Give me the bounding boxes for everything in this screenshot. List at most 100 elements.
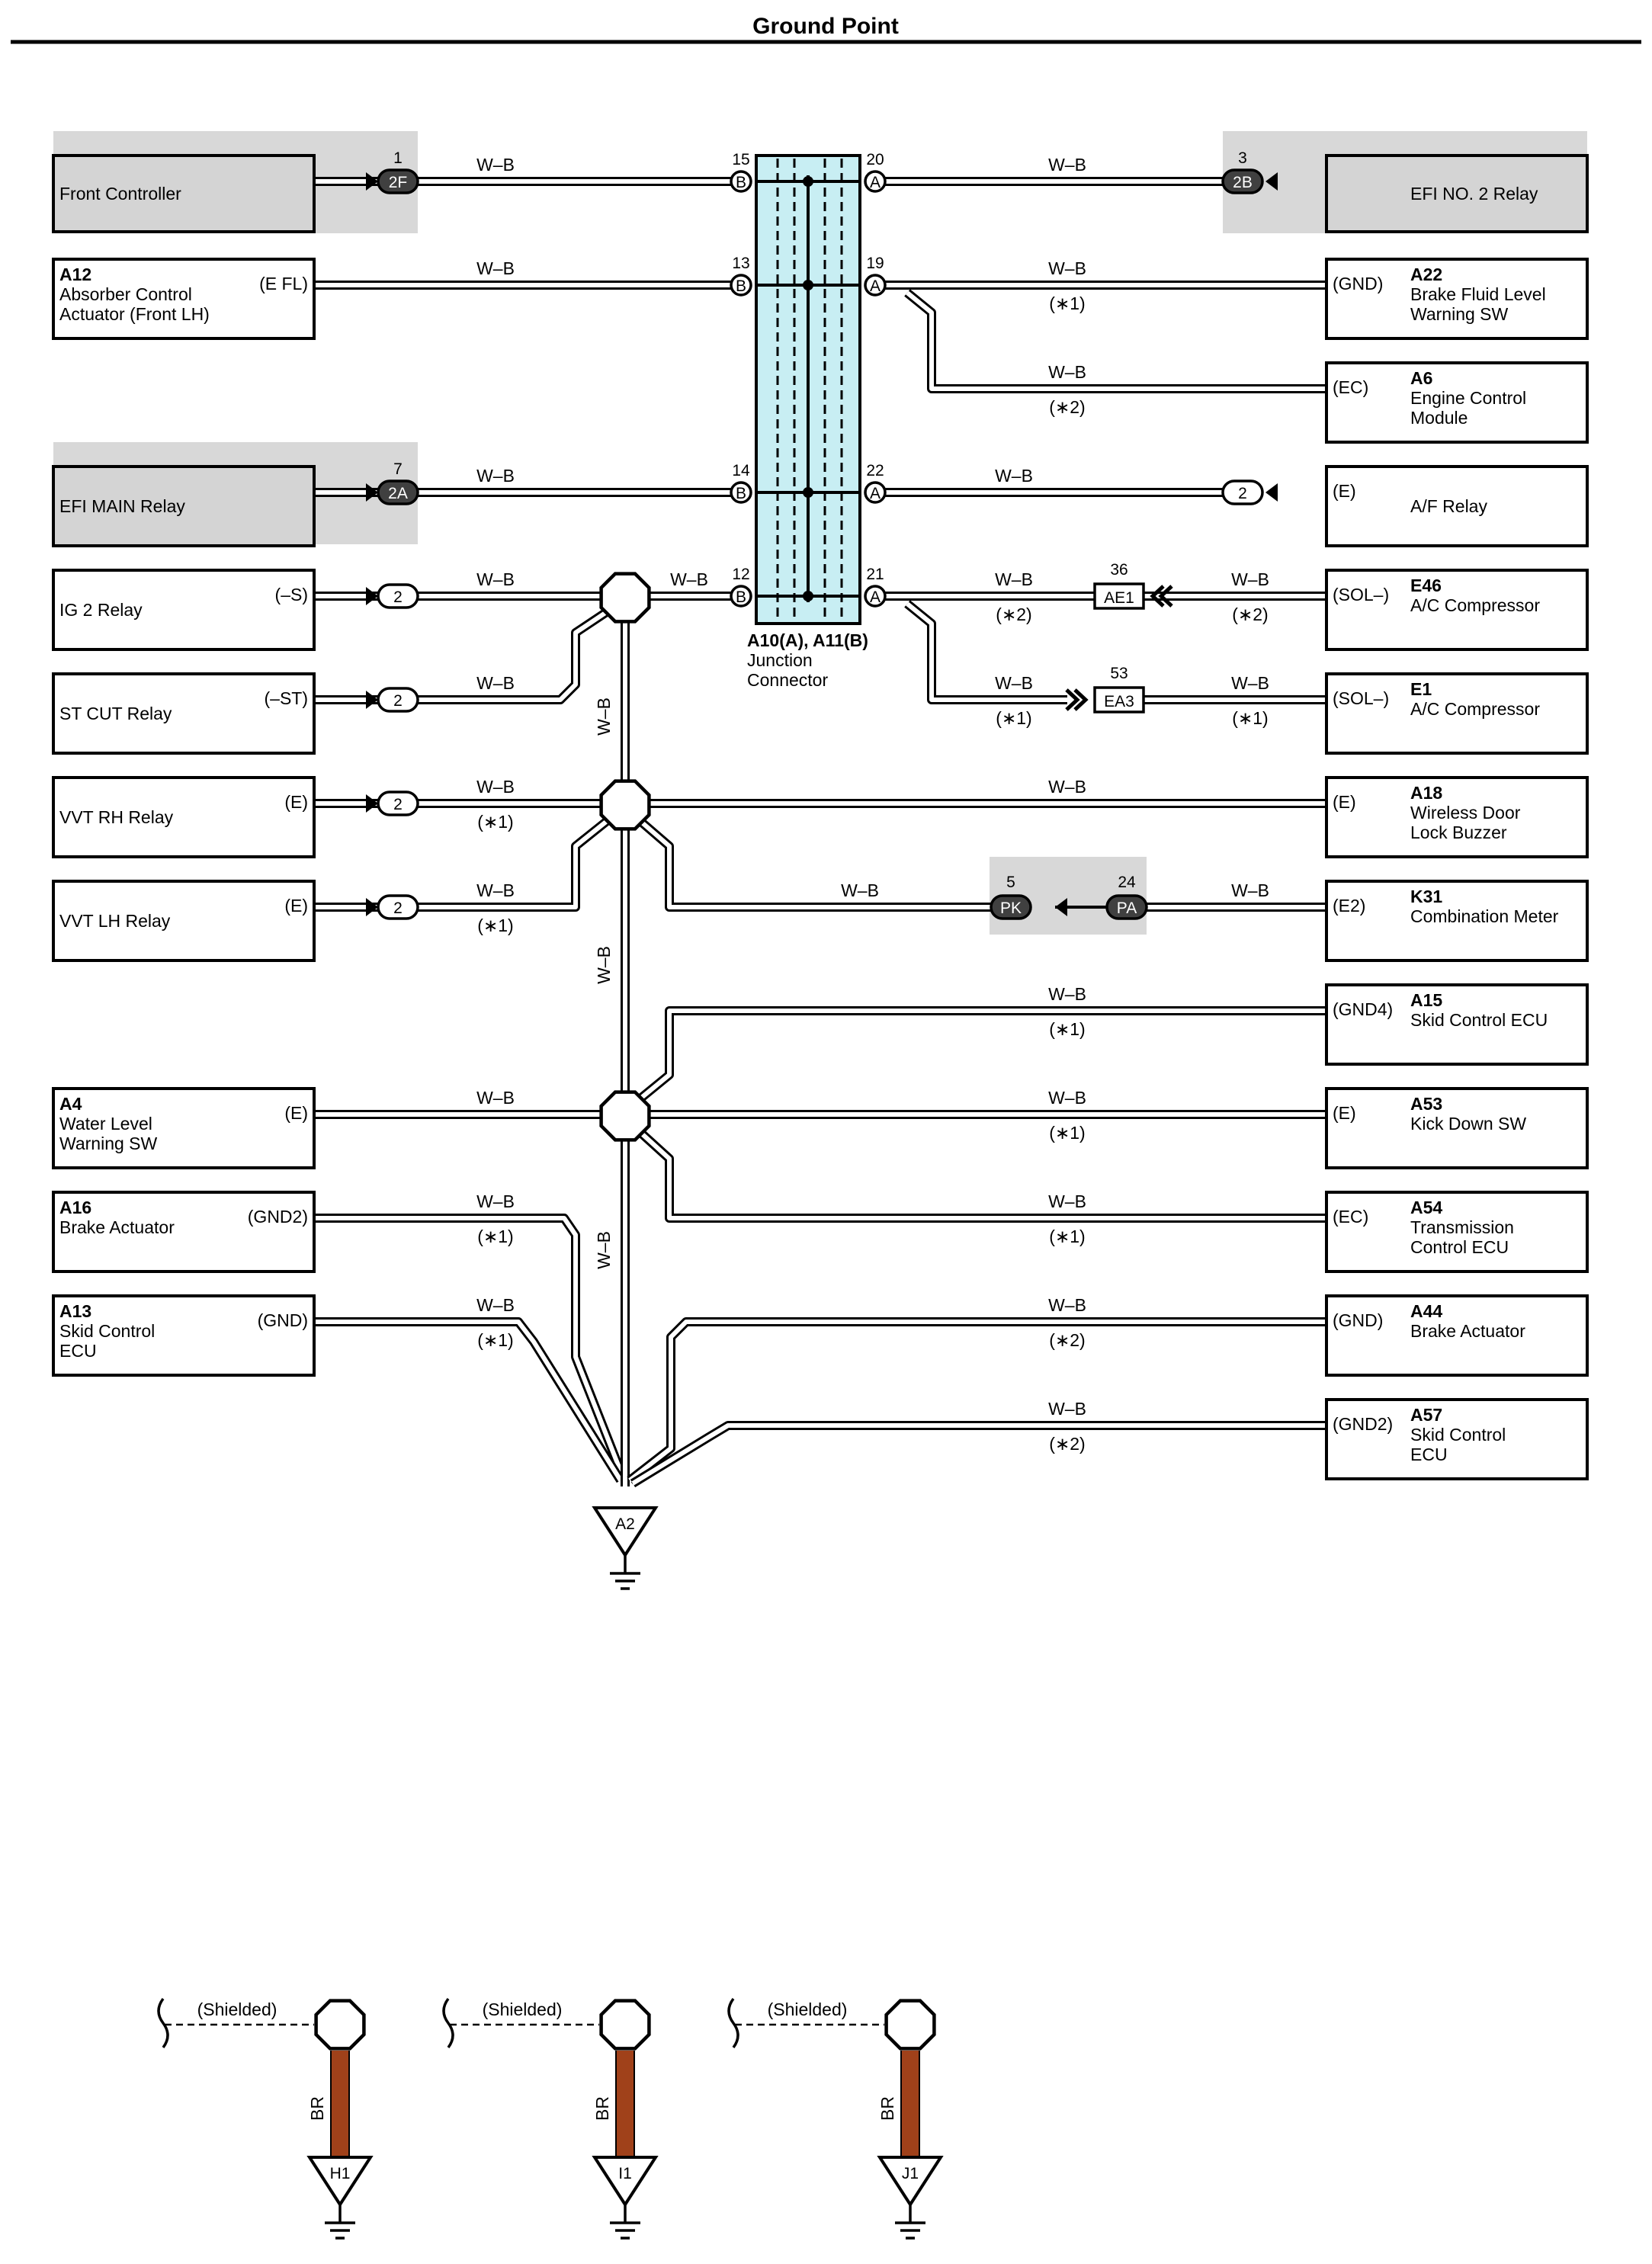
- left-arrow-6: [366, 898, 378, 916]
- left-component-8-code: A16: [59, 1198, 91, 1217]
- left-connector-2: [377, 479, 419, 505]
- right-pin-5: (SOL–): [1333, 688, 1389, 708]
- left-component-1-code: A12: [59, 265, 91, 284]
- junction-pinno-right-2: 22: [866, 462, 884, 479]
- junction-pin-left-3: [730, 585, 752, 608]
- shielded-ground-h1-splice: [314, 1999, 366, 2051]
- inline-connector-pk-no: 5: [1006, 874, 1015, 891]
- splice-hub-3: [599, 1090, 651, 1142]
- right-component-3-name: A/F Relay: [1410, 496, 1487, 516]
- left-connector-0-label: 2F: [389, 174, 408, 191]
- right-component-7-name: Combination Meter: [1410, 906, 1559, 926]
- inline-connector-ae1-label: AE1: [1104, 589, 1134, 607]
- inline-connector-ae1: [1093, 582, 1145, 610]
- right-pin-1: (GND): [1333, 274, 1383, 293]
- junction-pin-left-0-letter: B: [736, 174, 746, 191]
- right-component-10-code: A54: [1410, 1198, 1442, 1217]
- note-label-1: (∗2): [1049, 397, 1085, 417]
- note-label-2: (∗2): [996, 604, 1031, 624]
- wire-color-label-24: W–B: [1048, 1191, 1086, 1211]
- junction-pin-right-1: [864, 274, 887, 297]
- junction-node-2: [803, 487, 813, 498]
- left-arrow-5: [366, 794, 378, 813]
- right-component-1-box: [1325, 258, 1589, 340]
- right-component-4-name: A/C Compressor: [1410, 595, 1540, 615]
- left-pin-9: (GND): [258, 1310, 308, 1330]
- right-conn-no-0: 3: [1238, 149, 1247, 167]
- right-pin-10: (EC): [1333, 1207, 1368, 1227]
- wire-st-cut: [314, 608, 611, 702]
- wire-a44: [628, 1320, 1326, 1483]
- note-label-6: (∗1): [477, 812, 513, 832]
- note-label-3: (∗2): [1232, 604, 1268, 624]
- left-arrow-3: [366, 587, 378, 605]
- left-conn-no-0: 1: [393, 149, 403, 167]
- note-label-9: (∗1): [1049, 1123, 1085, 1143]
- left-component-3-name: IG 2 Relay: [59, 600, 143, 620]
- inline-connector-pa-label: PA: [1117, 900, 1137, 917]
- junction-desc1: Junction: [747, 650, 813, 670]
- note-label-12: (∗1): [477, 1330, 513, 1350]
- wire-color-label-3: W–B: [476, 569, 515, 589]
- left-connector-6-label: 2: [393, 900, 403, 917]
- junction-pin-left-1: [730, 274, 752, 297]
- shielded-ground-i1-symbol-label: I1: [618, 2165, 632, 2182]
- left-component-4-name: ST CUT Relay: [59, 704, 172, 723]
- note-label-10: (∗1): [477, 1227, 513, 1246]
- wire-a15-outline: [633, 1006, 1326, 1106]
- right-pin-9: (E): [1333, 1103, 1356, 1123]
- shielded-ground-j1-symbol-label: J1: [902, 2165, 919, 2182]
- shielded-ground-j1-splice: [884, 1999, 936, 2051]
- shielded-ground-h1-text: (Shielded): [197, 1999, 277, 2019]
- junction-pin-right-1-letter: A: [870, 277, 881, 295]
- junction-pinno-right-3: 21: [866, 566, 884, 583]
- shielded-ground-h1-wire-label: BR: [307, 2096, 327, 2121]
- junction-pin-right-0-letter: A: [870, 174, 881, 191]
- note-label-7: (∗1): [477, 916, 513, 935]
- right-component-5-box: [1325, 672, 1589, 755]
- wire-color-label-10: W–B: [476, 1295, 515, 1315]
- shielded-ground-i1-splice: [599, 1999, 651, 2051]
- note-label-0: (∗1): [1049, 293, 1085, 313]
- right-component-12-code: A57: [1410, 1405, 1442, 1425]
- left-component-8-name: Brake Actuator: [59, 1217, 175, 1237]
- junction-pin-left-0: [730, 170, 752, 193]
- junction-pinno-left-3: 12: [732, 566, 749, 583]
- ground-a2: [592, 1506, 659, 1558]
- splice-hub-1: [599, 572, 651, 624]
- wire-a16: [314, 1216, 626, 1480]
- note-label-11: (∗1): [1049, 1227, 1085, 1246]
- right-connector-3: [1221, 479, 1264, 505]
- junction-pinno-left-0: 15: [732, 151, 749, 168]
- right-component-0-box: [1325, 154, 1589, 233]
- right-pin-7: (E2): [1333, 896, 1365, 916]
- right-component-11-box: [1325, 1294, 1589, 1377]
- diagram-title: Ground Point: [752, 14, 899, 39]
- right-component-9-box: [1325, 1087, 1589, 1169]
- wire-color-label-18: W–B: [1231, 673, 1269, 693]
- note-label-8: (∗1): [1049, 1019, 1085, 1039]
- left-component-6-name: VVT LH Relay: [59, 911, 171, 931]
- right-component-12-box: [1325, 1398, 1589, 1480]
- note-label-13: (∗2): [1049, 1330, 1085, 1350]
- wire-color-label-16: W–B: [1231, 569, 1269, 589]
- right-component-4-box: [1325, 569, 1589, 651]
- left-connector-4: [377, 687, 419, 713]
- wire-a54-outline: [632, 1124, 1326, 1223]
- wires-layer: [314, 177, 1326, 2159]
- wire-vvt-lh: [314, 816, 611, 909]
- left-component-7-code: A4: [59, 1094, 82, 1114]
- right-connector-0-label: 2B: [1233, 174, 1253, 191]
- wire-pk: [634, 815, 996, 909]
- right-component-7-code: K31: [1410, 887, 1442, 906]
- wire-color-label-4: W–B: [670, 569, 708, 589]
- left-component-9-box: [52, 1294, 316, 1377]
- junction-pin-right-2-letter: A: [870, 485, 881, 502]
- trunk-color-label-0: W–B: [594, 697, 614, 736]
- wire-color-label-9: W–B: [476, 1191, 515, 1211]
- shielded-ground-j1-wire-label: BR: [877, 2096, 897, 2121]
- shielded-ground-i1-wire-label: BR: [592, 2096, 612, 2121]
